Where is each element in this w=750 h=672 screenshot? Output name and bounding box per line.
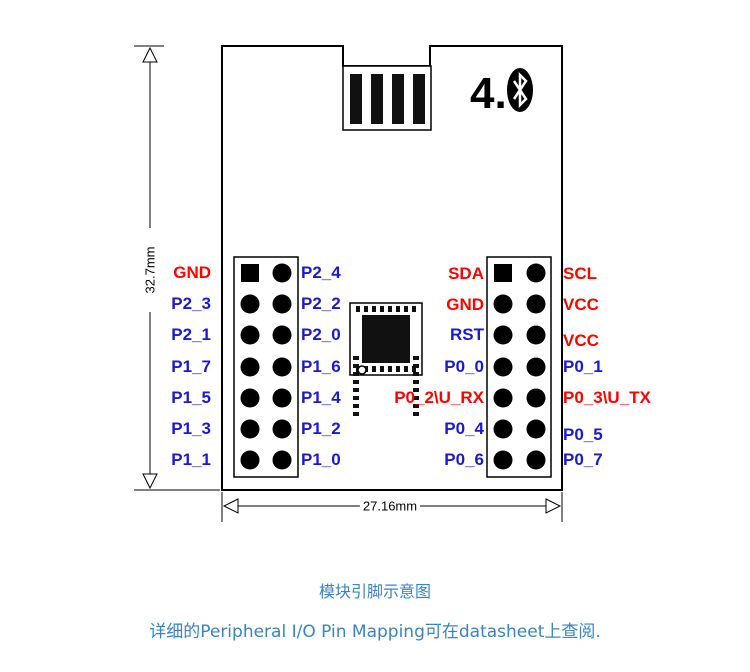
chip-pad	[353, 396, 359, 400]
height-dimension	[134, 45, 220, 491]
pin-label: P0_4	[444, 419, 484, 438]
header-pin	[272, 357, 292, 377]
chip-pad	[396, 366, 400, 372]
chip-pad	[353, 364, 359, 368]
antenna-icon	[342, 65, 432, 131]
chip-pad	[353, 404, 359, 408]
pin-label: P0_7	[563, 450, 603, 469]
chip-pad	[380, 366, 384, 372]
header-pins	[240, 263, 546, 470]
pin-label: P2_0	[301, 325, 341, 344]
header-pin	[272, 450, 292, 470]
board-outline	[221, 45, 563, 491]
header-pin	[493, 388, 513, 408]
pin-label: VCC	[563, 331, 599, 350]
chip-pad	[353, 380, 359, 384]
pin-label: P2_1	[171, 325, 211, 344]
header-pin	[240, 419, 260, 439]
pin-label: P1_5	[171, 388, 211, 407]
header-pin	[493, 325, 513, 345]
caption-description: 详细的Peripheral I/O Pin Mapping可在datasheet…	[149, 622, 601, 642]
chip-pad	[353, 372, 359, 376]
mcu-chip	[349, 302, 423, 416]
chip-pad	[412, 306, 416, 312]
pin-label: RST	[450, 325, 484, 344]
pin-label: P0_3\U_TX	[563, 388, 651, 407]
header-pin	[272, 325, 292, 345]
pin-label: P2_4	[301, 263, 341, 282]
header-pin	[240, 450, 260, 470]
caption-title: 模块引脚示意图	[318, 582, 431, 601]
pin-label: P1_3	[171, 419, 211, 438]
header-pin	[526, 263, 546, 283]
header-pin	[526, 325, 546, 345]
bluetooth-icon	[507, 68, 533, 112]
chip-pad	[380, 306, 384, 312]
chip-pad	[353, 412, 359, 416]
header-pin	[493, 450, 513, 470]
header-pin	[526, 357, 546, 377]
chip-pad	[413, 356, 419, 360]
chip-pad	[356, 306, 360, 312]
pin-label: P2_3	[171, 294, 211, 313]
chip-pad	[396, 306, 400, 312]
pin-label: P0_0	[444, 357, 484, 376]
chip-pad	[412, 366, 416, 372]
header-pin	[526, 388, 546, 408]
pin-label: P0_5	[563, 425, 603, 444]
chip-pad	[353, 356, 359, 360]
pin-label: P1_1	[171, 450, 211, 469]
square-pin-1	[494, 264, 512, 282]
pin-label: P1_4	[301, 388, 341, 407]
pin-label: P0_6	[444, 450, 484, 469]
pin-label: P0_1	[563, 357, 603, 376]
pin-label: SCL	[563, 264, 597, 283]
chip-pad	[372, 306, 376, 312]
header-pin	[526, 294, 546, 314]
pin-label: P1_6	[301, 357, 341, 376]
chip-pad	[404, 366, 408, 372]
chip-pad	[353, 388, 359, 392]
header-pin	[240, 388, 260, 408]
header-pin	[240, 294, 260, 314]
pin-label: P1_0	[301, 450, 341, 469]
chip-pad	[413, 372, 419, 376]
pin-label: SDA	[448, 264, 484, 283]
chip-pad	[413, 396, 419, 400]
chip-pad	[413, 404, 419, 408]
chip-pad	[413, 412, 419, 416]
header-pin	[272, 419, 292, 439]
chip-pad	[372, 366, 376, 372]
pin-label: P2_2	[301, 294, 341, 313]
pin-label: GND	[173, 263, 211, 282]
pin-label: GND	[446, 295, 484, 314]
square-pin-1	[241, 264, 259, 282]
chip-pad	[413, 380, 419, 384]
header-pin	[526, 450, 546, 470]
width-dimension-label: 27.16mm	[359, 498, 421, 514]
header-pin	[493, 357, 513, 377]
chip-pad	[413, 388, 419, 392]
header-pin	[240, 357, 260, 377]
header-pin	[526, 419, 546, 439]
pin-label: P1_7	[171, 357, 211, 376]
chip-pad	[388, 306, 392, 312]
header-pin	[272, 263, 292, 283]
height-dimension-label: 32.7mm	[142, 246, 158, 294]
header-pin	[493, 419, 513, 439]
header-pin	[493, 294, 513, 314]
header-pin	[272, 388, 292, 408]
chip-pad	[404, 306, 408, 312]
pin-label: VCC	[563, 295, 599, 314]
header-pin	[272, 294, 292, 314]
pin-label: P1_2	[301, 419, 341, 438]
chip-pad	[388, 366, 392, 372]
pin-label: P0_2\U_RX	[394, 388, 484, 407]
header-pin	[240, 325, 260, 345]
chip-pad	[364, 306, 368, 312]
